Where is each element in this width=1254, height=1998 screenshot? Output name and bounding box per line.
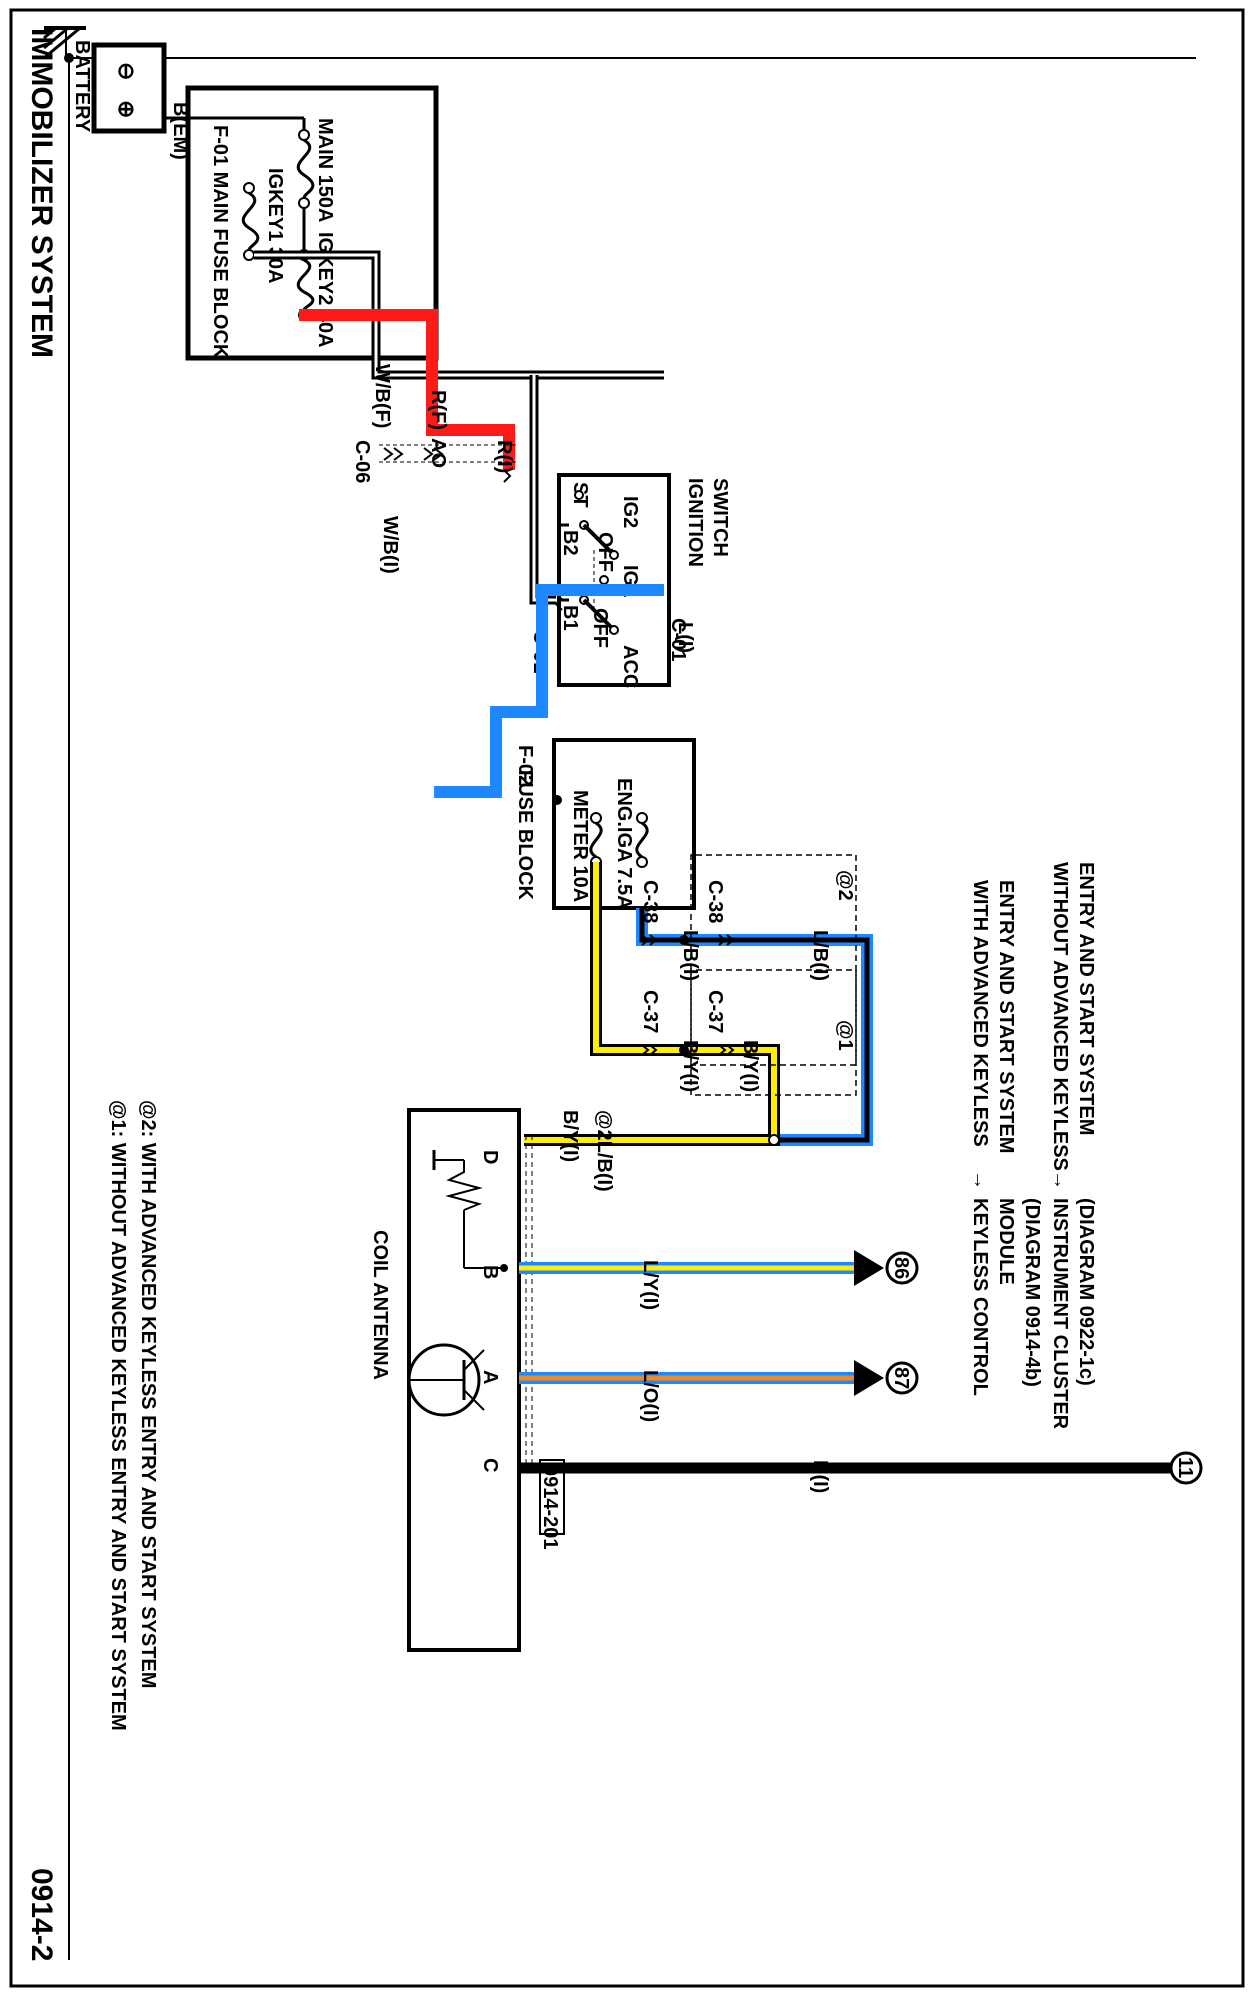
diagram-border — [9, 8, 1245, 1988]
keyless-arrow-1: → — [969, 1170, 991, 1190]
fuse-block-f02-label-2: FUSE BLOCK — [514, 770, 536, 901]
ignition-c01-left-label: C-01 — [667, 618, 689, 661]
ground-symbol-icon — [43, 26, 86, 60]
connector-at2-label: @2 — [834, 870, 856, 901]
fuse-meter-label: METER 10A — [569, 790, 591, 902]
connector-87-label: 87 — [890, 1367, 912, 1389]
legend-line-2: @2: WITH ADVANCED KEYLESS ENTRY AND STAR… — [137, 1100, 159, 1688]
wire-ly-label: L/Y(I) — [639, 1260, 661, 1310]
diagram-title: IMMOBILIZER SYSTEM — [25, 28, 58, 358]
arrow-86-icon — [854, 1250, 884, 1286]
wire-r-f-label: R(F) — [427, 390, 449, 430]
connector-c38-bot-label: C-38 — [704, 880, 726, 923]
resistor-icon — [432, 1150, 508, 1272]
ignition-ig2-label: IG2 — [619, 496, 641, 528]
ground-ref-11-circle — [1169, 1451, 1203, 1485]
keyless-target-1-line-2: MODULE — [995, 1198, 1017, 1285]
ignition-acc-label: ACC — [619, 645, 641, 688]
coil-antenna-pin-c: C — [479, 1458, 501, 1472]
ignition-switch-label-1: IGNITION — [684, 478, 706, 567]
keyless-with-line-2: ENTRY AND START SYSTEM — [995, 880, 1017, 1153]
wire-wb-i — [529, 375, 556, 605]
connector-c06-label: C-06 — [351, 440, 373, 483]
connector-c06: C-06 — [351, 440, 519, 483]
coil-antenna-pin-d: D — [479, 1150, 501, 1164]
fuse-block-f02: F-02 FUSE BLOCK METER 10A ENG.IGA 7.5A — [514, 738, 696, 910]
wire-wb-i-label: W/B(I) — [379, 516, 401, 574]
connector-87-circle — [885, 1361, 919, 1395]
wire-by-d-label: B/Y(I) — [559, 1110, 581, 1162]
connector-c38-top-label: C-38 — [639, 880, 661, 923]
coil-antenna: COIL ANTENNA D B A C 0914-201 — [369, 1108, 565, 1652]
fuse-igkey2-label: IGKEY2 40A — [314, 232, 336, 348]
fuse-main: MAIN 150A — [224, 116, 336, 250]
ignition-b1-label: B1 — [559, 605, 581, 631]
keyless-without-line-2: ENTRY AND START SYSTEM — [1075, 862, 1097, 1135]
ground-rail — [43, 26, 1196, 1960]
coil-antenna-label: COIL ANTENNA — [369, 1230, 391, 1380]
wire-ly: L/Y(I) 86 — [519, 1250, 919, 1310]
wire-l-path — [434, 584, 664, 798]
wire-lo-label: L/O(I) — [639, 1370, 661, 1422]
connector-86-circle — [885, 1251, 919, 1285]
ignition-b2-label: B2 — [559, 530, 581, 556]
connector-c37-top-label: C-37 — [639, 990, 661, 1033]
keyless-with-line-1: WITH ADVANCED KEYLESS — [969, 880, 991, 1147]
ground-ref-11-label: 11 — [1174, 1457, 1196, 1478]
connector-c37-bot-label: C-37 — [704, 990, 726, 1033]
battery-label: BATTERY — [71, 40, 93, 133]
connector-at1-label: @1 — [834, 1020, 856, 1051]
wire-l-label: L(I) — [674, 622, 696, 653]
battery-minus-icon: ⊖ — [114, 62, 139, 80]
keyless-target-1-line-1: KEYLESS CONTROL — [969, 1198, 991, 1396]
wire-lo: L/O(I) 87 — [519, 1360, 919, 1422]
battery-group: ⊖ ⊕ BATTERY B(EM) — [71, 40, 202, 160]
connector-block-c38-c37: C-38 C-38 C-37 C-37 @2 @1 — [639, 854, 857, 1096]
ignition-switch: IGNITION SWITCH ST IG2 OFF B2 IG1 B1 OFF… — [503, 469, 731, 688]
main-fuse-block-label: F-01 MAIN FUSE BLOCK — [209, 125, 231, 359]
wire-r-i-label: R(I) — [493, 440, 515, 473]
coil-antenna-pin-a: A — [479, 1370, 501, 1384]
wire-at2-lb-label: @2L/B(I) — [593, 1110, 615, 1192]
keyless-target-2-line-1: INSTRUMENT CLUSTER — [1049, 1198, 1071, 1430]
keyless-target-1-line-3: (DIAGRAM 0914-4b) — [1021, 1198, 1043, 1387]
fuse-eng-iga-label: ENG.IGA 7.5A — [613, 778, 635, 910]
wire-wb-f-label: W/B(F) — [371, 364, 393, 428]
fuse-main-label: MAIN 150A — [314, 118, 336, 222]
keyless-target-2-line-2: (DIAGRAM 0922-1c) — [1075, 1198, 1097, 1386]
keyless-arrow-2: → — [1049, 1170, 1071, 1190]
battery-icon — [91, 42, 167, 134]
legend-line-1: @1: WITHOUT ADVANCED KEYLESS ENTRY AND S… — [107, 1100, 129, 1731]
wire-by-bot-label: B/Y(I) — [739, 1040, 761, 1092]
wire-b-label: B(I) — [809, 1460, 831, 1493]
page-number: 0914-2 — [25, 1868, 58, 1961]
coil-antenna-ref: 0914-201 — [539, 1465, 561, 1550]
fuse-igkey1-label: IGKEY1 30A — [264, 168, 286, 284]
arrow-87-icon — [854, 1360, 884, 1396]
transistor-icon — [407, 1343, 485, 1417]
wire-b: B(I) 11 — [519, 1451, 1203, 1493]
keyless-notes: WITH ADVANCED KEYLESS ENTRY AND START SY… — [969, 862, 1097, 1430]
battery-plus-icon: ⊕ — [114, 100, 139, 118]
wire-lb-bot-label: L/B(I) — [809, 930, 831, 981]
keyless-without-line-1: WITHOUT ADVANCED KEYLESS — [1049, 862, 1071, 1171]
ignition-off-b1-label: OFF — [589, 608, 611, 648]
ignition-switch-label-2: SWITCH — [709, 478, 731, 557]
wire-r: R(F) AO R(I) — [299, 309, 515, 473]
fuse-block-f02-label-1: F-02 — [514, 745, 536, 786]
connector-86-label: 86 — [890, 1257, 912, 1279]
